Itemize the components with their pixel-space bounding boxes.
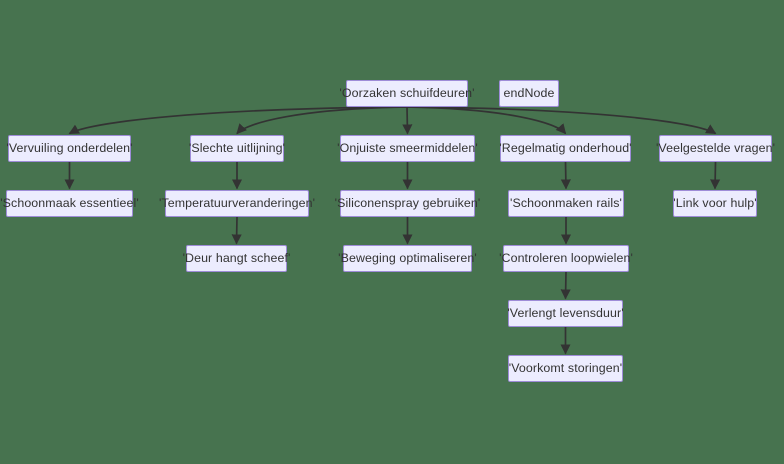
- flow-node[interactable]: 'Voorkomt storingen': [508, 355, 623, 382]
- flow-edge: [68, 106, 408, 135]
- flow-node-label: 'Siliconenspray gebruiken': [334, 196, 481, 211]
- flow-node[interactable]: 'Verlengt levensduur': [507, 300, 624, 327]
- flow-node-label: 'Vervuiling onderdelen': [6, 141, 133, 156]
- flow-edge: [560, 161, 571, 190]
- flow-node-label: 'Veelgestelde vragen': [655, 141, 776, 156]
- flow-node-label: 'Deur hangt scheef': [182, 251, 291, 266]
- flow-node-label: 'Temperatuurveranderingen': [158, 196, 316, 211]
- flow-node-label: 'Link voor hulp': [673, 196, 757, 211]
- flow-node[interactable]: 'Vervuiling onderdelen': [6, 135, 133, 162]
- flow-node[interactable]: 'Controleren loopwielen': [499, 245, 633, 272]
- flow-node-label: 'Voorkomt storingen': [508, 361, 623, 376]
- flow-node[interactable]: 'Regelmatig onderhoud': [499, 135, 632, 162]
- flow-node[interactable]: 'Schoonmaak essentieel': [0, 190, 139, 217]
- flow-node-label: 'Oorzaken schuifdeuren': [339, 86, 475, 101]
- flow-node-label: 'Slechte uitlijning': [188, 141, 286, 156]
- flow-node[interactable]: 'Oorzaken schuifdeuren': [339, 80, 474, 107]
- flow-node[interactable]: 'Deur hangt scheef': [183, 245, 290, 272]
- flow-edge: [231, 216, 242, 245]
- flow-edge: [710, 161, 721, 190]
- flow-node-label: 'Beweging optimaliseren': [338, 251, 477, 266]
- flow-node[interactable]: endNode: [499, 80, 559, 107]
- flow-edge: [236, 106, 408, 135]
- flow-edge: [402, 106, 413, 135]
- flow-node-label: 'Schoonmaak essentieel': [0, 196, 139, 211]
- flow-node-label: 'Schoonmaken rails': [510, 196, 623, 211]
- flow-node[interactable]: 'Schoonmaken rails': [508, 190, 624, 217]
- flow-node[interactable]: 'Veelgestelde vragen': [656, 135, 775, 162]
- flow-node-label: 'Onjuiste smeermiddelen': [337, 141, 478, 156]
- flow-edge: [406, 106, 567, 135]
- flow-node[interactable]: 'Link voor hulp': [673, 190, 757, 217]
- flow-node[interactable]: 'Beweging optimaliseren': [338, 245, 477, 272]
- flow-node-label: endNode: [503, 86, 555, 101]
- flow-node-label: 'Regelmatig onderhoud': [499, 141, 632, 156]
- flow-node-label: 'Controleren loopwielen': [499, 251, 633, 266]
- flow-node[interactable]: 'Slechte uitlijning': [189, 135, 285, 162]
- flow-node-label: 'Verlengt levensduur': [507, 306, 624, 321]
- flow-edge: [406, 106, 717, 135]
- flow-node[interactable]: 'Onjuiste smeermiddelen': [337, 135, 478, 162]
- flow-node[interactable]: 'Siliconenspray gebruiken': [335, 190, 480, 217]
- flow-edge: [560, 271, 571, 300]
- flow-node[interactable]: 'Temperatuurveranderingen': [159, 190, 315, 217]
